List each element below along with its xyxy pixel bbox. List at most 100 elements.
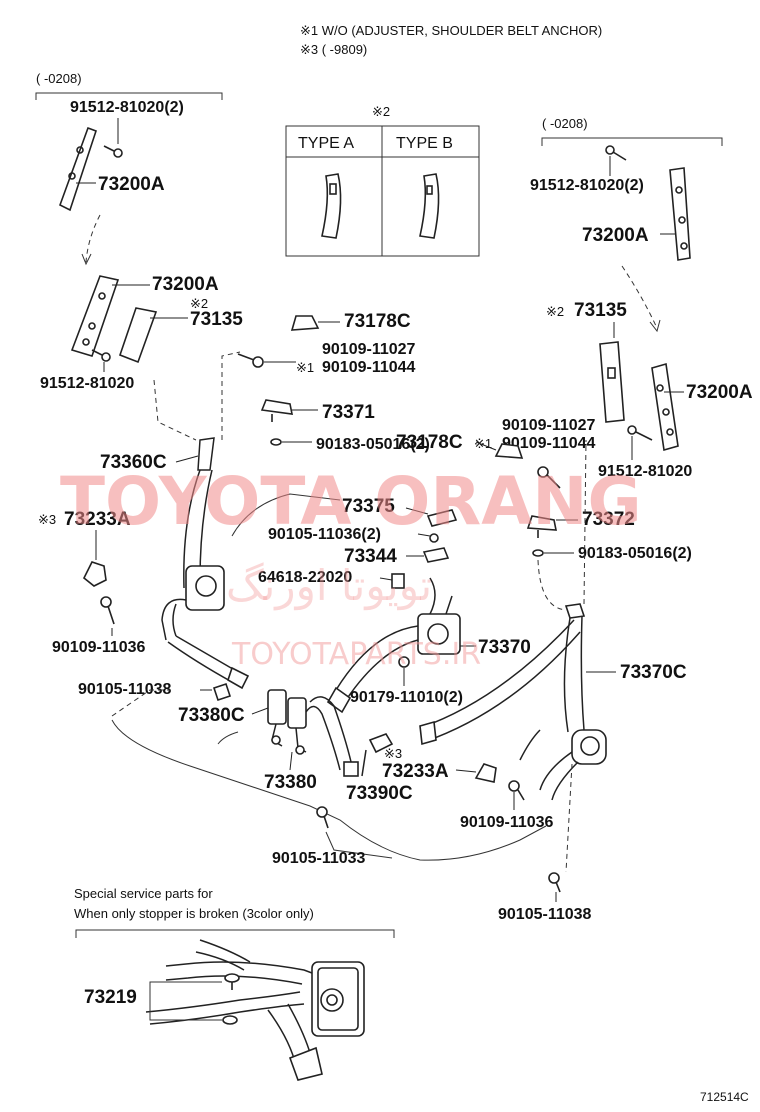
label-73233a-left[interactable]: 73233A	[64, 509, 131, 530]
belt-73390c-icon[interactable]	[305, 696, 394, 777]
label-90183-05016-2-right[interactable]: 90183-05016(2)	[578, 545, 692, 562]
label-90109-11036-right[interactable]: 90109-11036	[460, 814, 554, 831]
bolt-icon[interactable]	[605, 145, 627, 161]
leader	[251, 707, 269, 715]
label-73135-right[interactable]: 73135	[574, 300, 627, 321]
dashed-connection	[537, 559, 567, 611]
bolt-icon[interactable]	[237, 353, 264, 368]
floor-outline	[217, 731, 239, 745]
bolt-icon[interactable]	[91, 349, 111, 362]
retractor-73370c-icon[interactable]	[419, 603, 607, 801]
stopper-assembly-icon[interactable]	[145, 939, 365, 1081]
anchor-plate-icon[interactable]	[70, 275, 120, 357]
bolt-icon[interactable]	[429, 533, 439, 543]
special-note-line-1: Special service parts for	[74, 886, 213, 901]
bolt-icon[interactable]	[627, 425, 653, 441]
cover-73375-icon[interactable]	[426, 509, 458, 527]
bolt-icon[interactable]	[537, 466, 561, 489]
bracket-73344-icon[interactable]	[422, 547, 450, 563]
leader	[417, 533, 431, 537]
label-73372[interactable]: 73372	[582, 509, 635, 530]
leader	[149, 981, 222, 996]
watermark-site: TOYOTAPARTS.IR	[231, 637, 481, 672]
label-73178c-top[interactable]: 73178C	[344, 311, 411, 332]
label-90109-11027-left[interactable]: 90109-11027	[322, 341, 416, 358]
right-date-range: ( -0208)	[542, 116, 588, 131]
label-90105-11033[interactable]: 90105-11033	[272, 850, 366, 867]
label-91512-81020-2-right[interactable]: 91512-81020(2)	[530, 177, 644, 194]
harness-line	[231, 493, 341, 537]
leader	[175, 455, 199, 463]
left-date-range: ( -0208)	[36, 71, 82, 86]
label-90109-11044-right[interactable]: 90109-11044	[502, 435, 596, 452]
note-1: ※1 W/O (ADJUSTER, SHOULDER BELT ANCHOR)	[300, 23, 602, 38]
washer-icon[interactable]	[270, 438, 282, 446]
label-90105-11036-2[interactable]: 90105-11036(2)	[268, 526, 381, 543]
anchor-plate-icon[interactable]	[651, 362, 679, 452]
direction-arrow	[621, 265, 657, 327]
label-90109-11036-left[interactable]: 90109-11036	[52, 639, 146, 656]
label-73380[interactable]: 73380	[264, 772, 317, 793]
anchor-cover-icon[interactable]	[599, 341, 625, 423]
ref-3-mid: ※3	[384, 746, 402, 761]
cover-73178c-icon[interactable]	[494, 443, 524, 459]
label-73371[interactable]: 73371	[322, 402, 375, 423]
label-90183-05016-2-left[interactable]: 90183-05016(2)	[316, 436, 430, 453]
label-73370c[interactable]: 73370C	[620, 662, 687, 683]
label-73380c[interactable]: 73380C	[178, 705, 245, 726]
clip-64618-icon[interactable]	[391, 573, 405, 589]
anchor-73372-icon[interactable]	[526, 515, 557, 538]
label-73390c[interactable]: 73390C	[346, 783, 413, 804]
anchor-plate-icon[interactable]	[59, 126, 123, 212]
right-range-bracket	[541, 137, 723, 146]
bolt-icon[interactable]	[548, 872, 561, 893]
anchor-plate-icon[interactable]	[669, 167, 691, 261]
label-90109-11027-right[interactable]: 90109-11027	[502, 417, 596, 434]
label-73135-left[interactable]: 73135	[190, 309, 243, 330]
anchor-cover-icon[interactable]	[118, 307, 158, 364]
label-73219[interactable]: 73219	[84, 987, 137, 1008]
label-73344[interactable]: 73344	[344, 546, 397, 567]
anchor-73371-icon[interactable]	[260, 399, 294, 422]
label-64618-22020[interactable]: 64618-22020	[258, 569, 352, 586]
buckle-73380c-icon[interactable]	[267, 689, 307, 755]
cover-73178c-icon[interactable]	[290, 315, 320, 331]
button-73233a-icon[interactable]	[474, 763, 497, 783]
label-73370[interactable]: 73370	[478, 637, 531, 658]
dashed-connection	[565, 763, 573, 873]
dashed-connection	[583, 439, 587, 605]
leader	[325, 831, 393, 859]
label-73200a-right-mid[interactable]: 73200A	[686, 382, 753, 403]
ref-1-right: ※1	[474, 436, 492, 451]
leader	[289, 751, 293, 771]
center-belt-73370-icon[interactable]	[326, 577, 461, 714]
label-73200a-left-top[interactable]: 73200A	[98, 174, 165, 195]
label-73200a-right-top[interactable]: 73200A	[582, 225, 649, 246]
label-90109-11044-left[interactable]: 90109-11044	[322, 359, 416, 376]
direction-arrow	[85, 214, 101, 263]
bolt-icon[interactable]	[508, 780, 525, 801]
label-90105-11038-right[interactable]: 90105-11038	[498, 906, 592, 923]
label-73360c[interactable]: 73360C	[100, 452, 167, 473]
label-90105-11038-left[interactable]: 90105-11038	[78, 681, 172, 698]
label-73375[interactable]: 73375	[342, 496, 395, 517]
type-box-ref: ※2	[372, 104, 390, 119]
label-91512-81020-left[interactable]: 91512-81020	[40, 375, 134, 392]
label-91512-81020-2-left[interactable]: 91512-81020(2)	[70, 99, 184, 116]
bolt-icon[interactable]	[212, 682, 232, 702]
washer-icon[interactable]	[532, 549, 544, 557]
label-91512-81020-right[interactable]: 91512-81020	[598, 463, 692, 480]
label-73200a-left-mid[interactable]: 73200A	[152, 274, 219, 295]
nut-icon[interactable]	[398, 656, 410, 668]
bolt-icon[interactable]	[100, 596, 115, 625]
bolt-icon[interactable]	[316, 806, 329, 829]
button-73233a-icon[interactable]	[82, 561, 107, 587]
special-note-line-2: When only stopper is broken (3color only…	[74, 906, 314, 921]
leader	[475, 441, 497, 451]
retractor-73360c-icon[interactable]	[161, 437, 250, 690]
watermark-main: TOYOTA ORANG	[60, 463, 642, 540]
floor-outline	[111, 719, 547, 861]
label-90179-11010-2[interactable]: 90179-11010(2)	[350, 689, 463, 706]
label-73178c-right[interactable]: 73178C	[396, 432, 463, 453]
label-73233a-mid[interactable]: 73233A	[382, 761, 449, 782]
